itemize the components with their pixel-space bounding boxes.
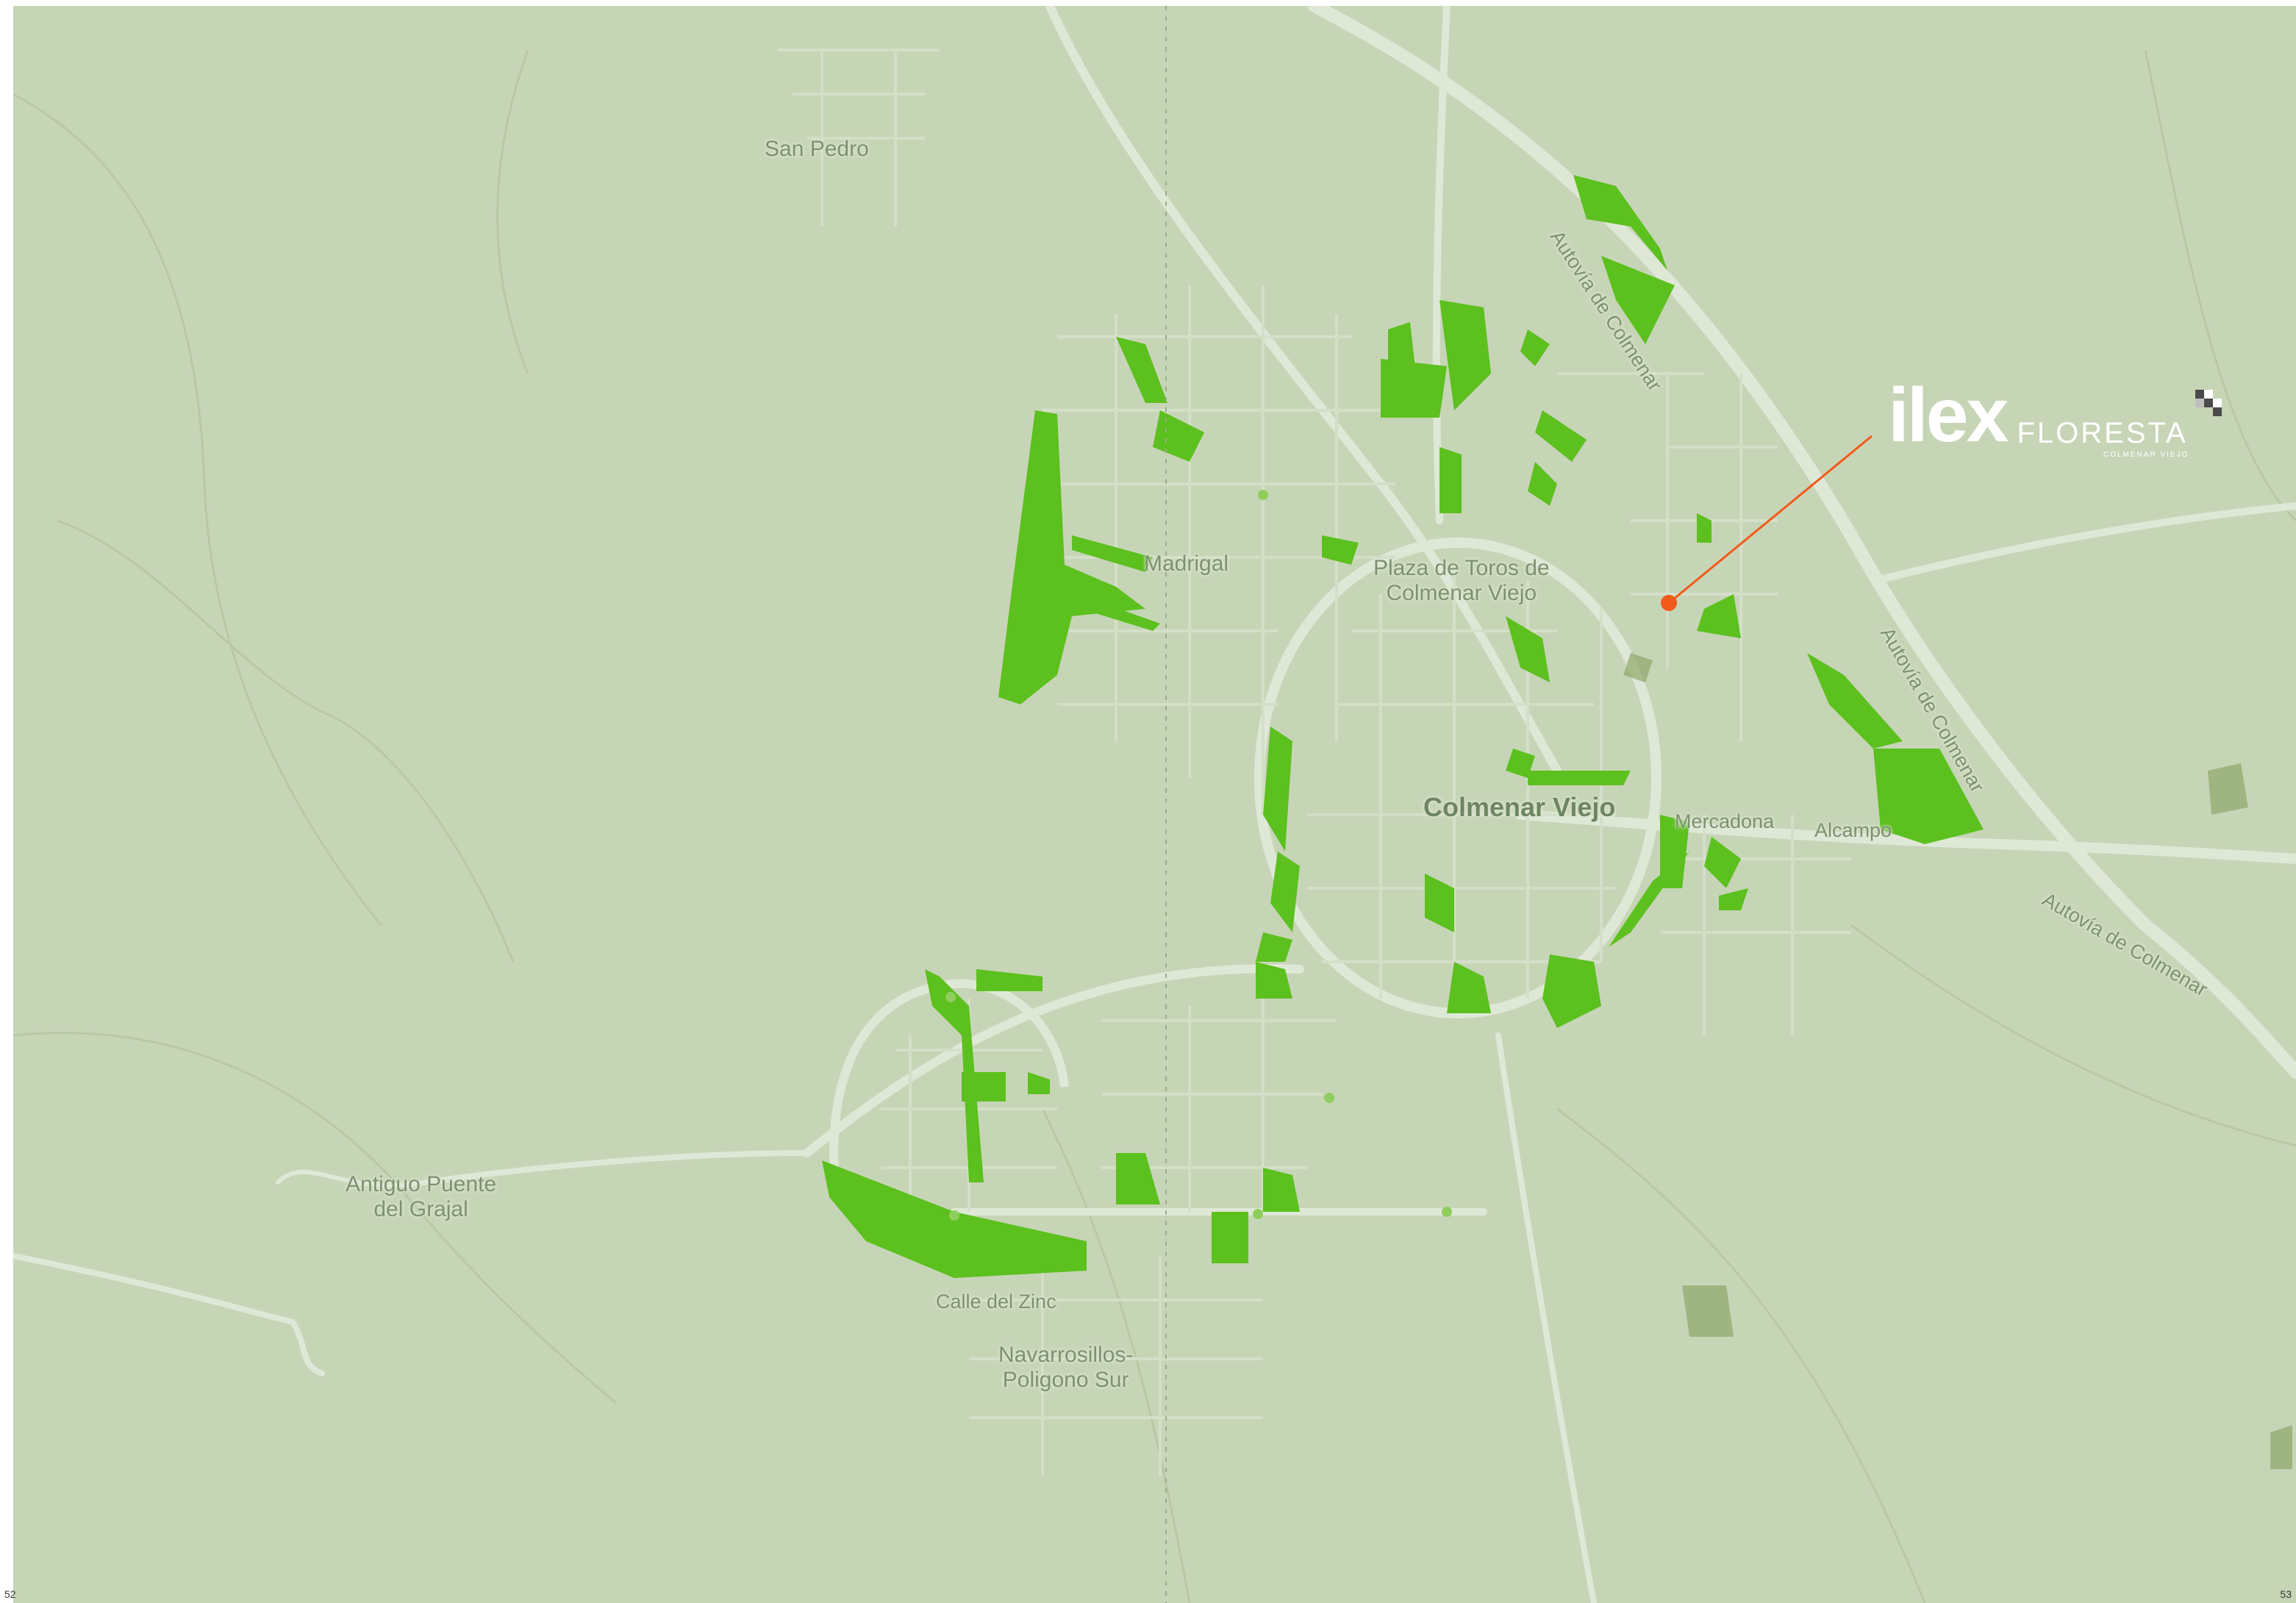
brand-name-suffix: FLORESTA [2017,417,2188,449]
brand-logo-mark-icon [2195,390,2222,416]
label-calle-del-zinc: Calle del Zinc [936,1290,1056,1313]
label-alcampo: Alcampo [1814,819,1892,841]
label-plaza-toros-line2: Colmenar Viejo [1386,581,1537,605]
label-navarrosillos-line1: Navarrosillos- [998,1343,1134,1367]
map-graphics [13,6,2296,1603]
label-madrigal: Madrigal [1144,551,1229,576]
map-canvas[interactable]: San Pedro Madrigal Plaza de Toros de Col… [13,6,2296,1603]
page-number-left: 52 [4,1588,16,1600]
label-mercadona: Mercadona [1675,810,1775,832]
label-antiguo-puente-line2: del Grajal [373,1197,468,1221]
page-number-right: 53 [2280,1588,2292,1600]
terrain-contours [13,49,2296,1603]
major-roads [13,6,2296,1603]
label-antiguo-puente: Antiguo Puente del Grajal [346,1172,496,1222]
label-navarrosillos-line2: Poligono Sur [1002,1368,1129,1392]
street-grid [778,49,1851,1477]
parks [822,175,1984,1278]
location-marker-icon[interactable] [1661,435,1873,611]
label-san-pedro: San Pedro [765,137,869,161]
label-plaza-toros: Plaza de Toros de Colmenar Viejo [1373,556,1550,606]
label-town-colmenar-viejo: Colmenar Viejo [1423,792,1616,822]
label-plaza-toros-line1: Plaza de Toros de [1373,556,1550,580]
brand-name: ilex [1888,373,2009,458]
road-nodes [945,490,1452,1221]
label-navarrosillos: Navarrosillos- Poligono Sur [998,1343,1133,1393]
rural-patches [1623,653,2292,1469]
brand-subtitle: COLMENAR VIEJO [2103,451,2189,459]
label-antiguo-puente-line1: Antiguo Puente [346,1172,497,1196]
